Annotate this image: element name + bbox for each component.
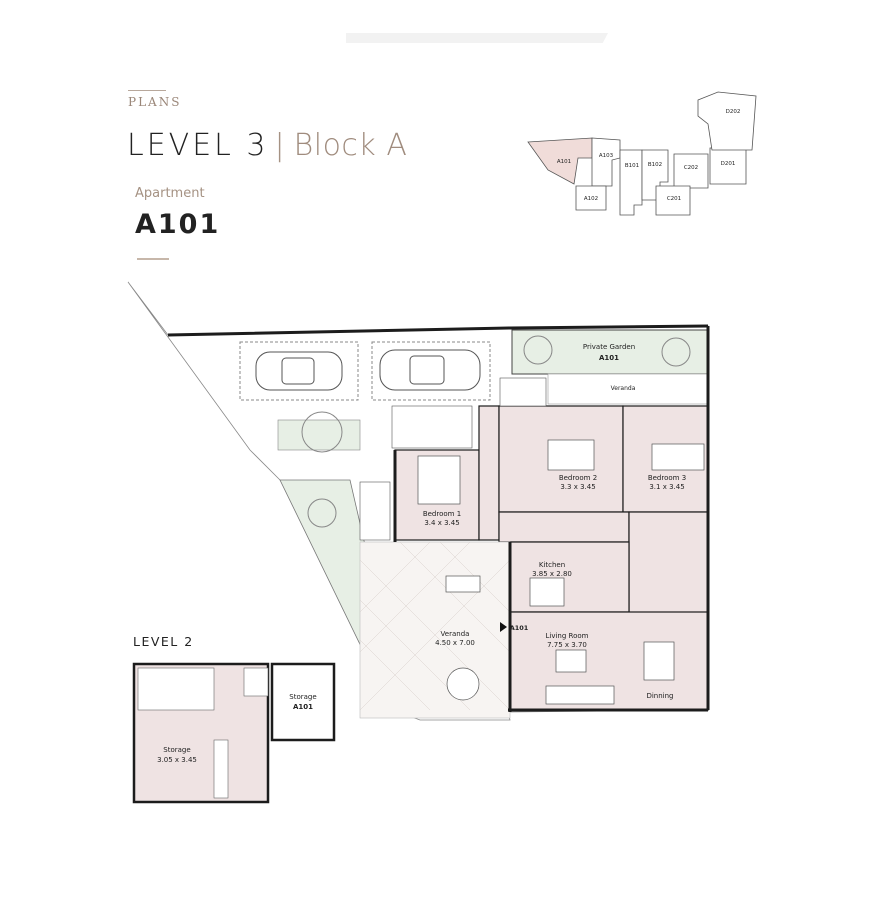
car-icon (255, 351, 343, 391)
keyplan-a103[interactable] (591, 137, 621, 187)
page-title: LEVEL 3|Block A (127, 128, 407, 163)
label-storage-small: Storage (289, 693, 316, 701)
label-veranda-top: Veranda (611, 385, 636, 392)
sofa (545, 685, 615, 705)
entry-garden (277, 419, 361, 451)
top-strip (346, 33, 608, 43)
room-hall[interactable] (498, 511, 630, 543)
label-kitchen-size: 3.85 x 2.80 (532, 570, 572, 578)
title-separator: | (274, 128, 288, 163)
keyplan-label: C202 (684, 165, 698, 171)
label-private-garden-unit: A101 (599, 354, 619, 362)
bed-bedroom1 (417, 455, 461, 505)
keyplan-label: A102 (584, 196, 598, 202)
level2-plan: Storage A101 Storage 3.05 x 3.45 (132, 662, 336, 804)
keyplan-b102[interactable] (641, 149, 669, 201)
parking-bay (371, 341, 491, 401)
keyplan-label: C201 (667, 196, 681, 202)
label-bedroom2: Bedroom 2 (559, 474, 597, 482)
label-living: Living Room (546, 632, 589, 640)
level-title: LEVEL 3 (127, 128, 269, 163)
keyplan-d202[interactable] (697, 91, 757, 151)
tree-icon (301, 335, 691, 528)
label-veranda-size: 4.50 x 7.00 (435, 639, 475, 647)
keyplan-c202[interactable] (673, 153, 709, 189)
kitchen-island (529, 577, 565, 607)
apartment-label: Apartment (135, 186, 205, 201)
keyplan-label: B102 (648, 162, 662, 168)
label-storage-size: 3.05 x 3.45 (157, 756, 197, 764)
label-dining: Dinning (646, 692, 673, 700)
level2-wc (243, 667, 269, 697)
entry-arrow-icon (500, 622, 507, 632)
label-entry-unit: A101 (510, 624, 529, 632)
label-living-size: 7.75 x 3.70 (547, 641, 587, 649)
label-bedroom1-size: 3.4 x 3.45 (424, 519, 459, 527)
keyplan-label: A103 (599, 153, 614, 159)
apartment-rule (137, 258, 169, 260)
key-plan: A101 A103 B101 B102 C202 D202 D201 A102 … (527, 91, 757, 216)
block-title: Block A (293, 128, 408, 163)
stairs (359, 377, 547, 541)
coffee-table (555, 649, 587, 673)
section-label: PLANS (128, 95, 182, 109)
label-bedroom3-size: 3.1 x 3.45 (649, 483, 684, 491)
keyplan-label: B101 (625, 163, 639, 169)
dining-table (643, 641, 675, 681)
keyplan-a102[interactable] (575, 185, 607, 211)
label-storage: Storage (163, 746, 190, 754)
label-private-garden: Private Garden (583, 343, 635, 351)
label-bedroom1: Bedroom 1 (423, 510, 461, 518)
lounge-table (445, 575, 481, 593)
label-bedroom2-size: 3.3 x 3.45 (560, 483, 595, 491)
furniture (417, 439, 705, 705)
label-veranda: Veranda (441, 630, 470, 638)
bed-bedroom3 (651, 443, 705, 471)
keyplan-label: D201 (721, 161, 736, 167)
car-icon (379, 349, 481, 391)
level2-stairs (137, 667, 215, 711)
keyplan-c201[interactable] (655, 185, 691, 216)
level2-shelving (213, 739, 229, 799)
plans-rule (128, 90, 166, 91)
keyplan-label: D202 (726, 109, 741, 115)
veranda-top (547, 373, 709, 405)
label-kitchen: Kitchen (539, 561, 565, 569)
bed-bedroom2 (547, 439, 595, 471)
room-bath[interactable] (628, 511, 709, 617)
veranda-main (359, 541, 511, 719)
room-corridor[interactable] (478, 405, 500, 541)
label-bedroom3: Bedroom 3 (648, 474, 686, 482)
round-table (446, 667, 480, 701)
walls (167, 324, 710, 712)
label-storage-small-unit: A101 (293, 703, 313, 711)
keyplan-label: A101 (557, 159, 571, 165)
level2-title: LEVEL 2 (133, 634, 194, 649)
apartment-code: A101 (135, 209, 221, 240)
parking-bay (239, 341, 359, 401)
level2-storage-small[interactable] (270, 662, 336, 742)
